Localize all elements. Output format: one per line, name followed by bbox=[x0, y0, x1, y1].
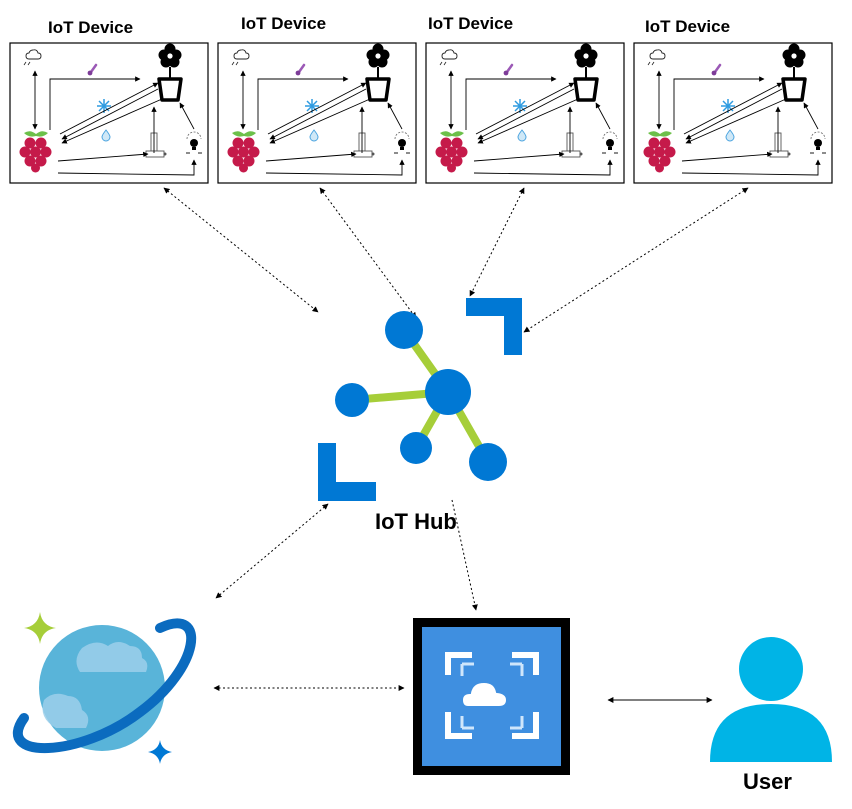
iot-hub-label: IoT Hub bbox=[375, 509, 457, 534]
device-title-3: IoT Device bbox=[428, 14, 514, 33]
cosmos-db-icon bbox=[12, 612, 197, 764]
device-box-1 bbox=[9, 43, 209, 184]
connector-device3-hub bbox=[469, 187, 525, 297]
device-title-1: IoT Device bbox=[48, 18, 134, 37]
user-icon bbox=[710, 637, 832, 762]
device-title-2: IoT Device bbox=[241, 14, 327, 33]
connector-device2-hub bbox=[319, 187, 417, 319]
user-label: User bbox=[743, 769, 792, 794]
device-box-2 bbox=[217, 43, 417, 184]
connector-device4-hub bbox=[523, 187, 749, 333]
device-box-3 bbox=[425, 43, 625, 184]
connector-hub-database bbox=[215, 503, 329, 599]
connector-hub-app bbox=[451, 499, 478, 611]
connector-device1-hub bbox=[163, 187, 319, 313]
app-service-icon bbox=[413, 618, 570, 775]
iot-hub-icon bbox=[318, 298, 522, 501]
connector-lines bbox=[163, 187, 749, 691]
device-box-4 bbox=[633, 43, 833, 184]
device-title-4: IoT Device bbox=[645, 17, 731, 36]
